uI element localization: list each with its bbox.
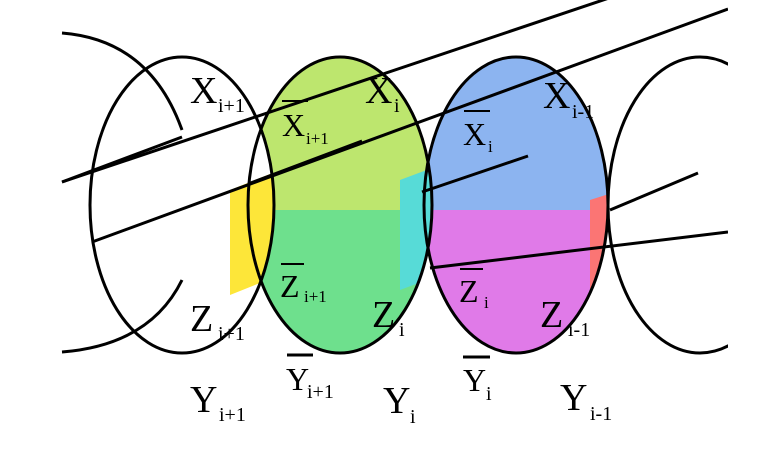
label-y-i-minus-1: Y i-1 [560, 377, 612, 425]
svg-text:i+1: i+1 [304, 287, 327, 306]
svg-text:X: X [365, 70, 392, 112]
svg-text:i+1: i+1 [218, 323, 245, 345]
svg-text:X: X [543, 75, 570, 117]
svg-text:Y: Y [286, 361, 309, 397]
band-lines [61, 0, 728, 270]
svg-text:Y: Y [463, 362, 486, 398]
svg-text:i: i [488, 137, 493, 156]
label-x-i: X i [365, 70, 400, 117]
svg-text:Z: Z [540, 294, 563, 336]
svg-text:i-1: i-1 [590, 403, 612, 425]
label-zbar-i-plus-1: Z i+1 [280, 263, 327, 306]
label-y-i: Y i [383, 380, 416, 428]
label-z-i-minus-1: Z i-1 [540, 294, 590, 341]
label-zbar-i: Z i [459, 268, 489, 312]
label-xbar-i-plus-1: X i+1 [282, 100, 329, 148]
ellipse-i-minus-2 [606, 55, 728, 355]
svg-text:i-1: i-1 [568, 319, 590, 341]
label-ybar-i: Y i [463, 355, 492, 405]
svg-text:i: i [399, 319, 405, 341]
svg-text:i+1: i+1 [307, 381, 334, 403]
svg-text:Z: Z [280, 268, 300, 304]
svg-text:Y: Y [560, 377, 587, 419]
svg-text:Y: Y [383, 380, 410, 422]
svg-text:i: i [484, 293, 489, 312]
ellipse-i-plus-1 [88, 55, 276, 355]
svg-text:X: X [463, 116, 486, 152]
svg-text:Z: Z [459, 273, 479, 309]
label-xbar-i: X i [463, 110, 493, 156]
ellipse-i-plus-2-arc [61, 31, 184, 354]
svg-text:Y: Y [190, 379, 217, 421]
region-x-i-minus-1 [424, 57, 608, 210]
svg-text:Z: Z [372, 294, 395, 336]
svg-text:i+1: i+1 [306, 129, 329, 148]
label-y-i-plus-1: Y i+1 [190, 379, 246, 426]
svg-text:i: i [486, 383, 492, 405]
svg-text:Z: Z [190, 298, 213, 340]
svg-text:i-1: i-1 [572, 101, 594, 123]
label-x-i-minus-1: X i-1 [543, 75, 594, 123]
svg-text:i: i [394, 95, 400, 117]
label-z-i-plus-1: Z i+1 [190, 298, 245, 345]
svg-text:X: X [282, 107, 305, 143]
label-x-i-plus-1: X i+1 [190, 70, 245, 117]
svg-text:X: X [190, 70, 217, 112]
ellipse-i [246, 55, 434, 355]
label-ybar-i-plus-1: Y i+1 [286, 353, 334, 403]
svg-text:i+1: i+1 [219, 404, 246, 426]
label-z-i: Z i [372, 294, 405, 341]
svg-text:i+1: i+1 [218, 95, 245, 117]
svg-text:i: i [410, 406, 416, 428]
